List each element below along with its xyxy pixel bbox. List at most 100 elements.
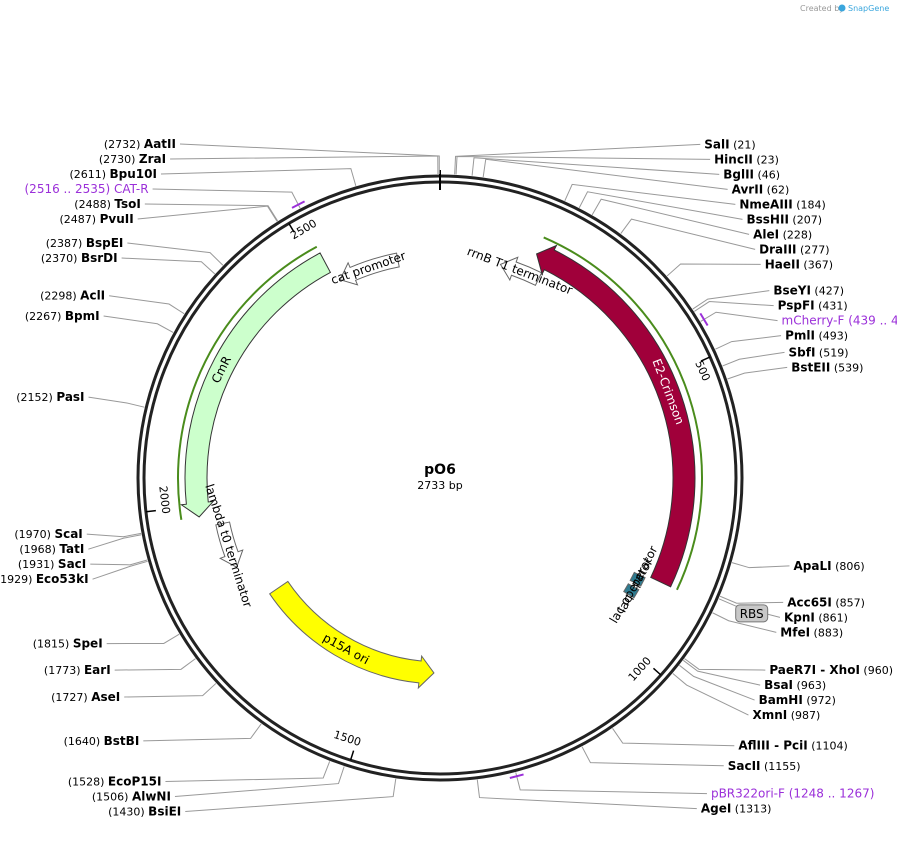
feature-lambda-t0-terminator-arrow[interactable] — [215, 521, 244, 568]
leader-line-xmni — [672, 673, 749, 716]
site-bglii-label[interactable]: BglII (46) — [723, 167, 780, 181]
primer-range: (2516 .. 2535) — [25, 182, 115, 196]
site-agei-label[interactable]: AgeI (1313) — [701, 802, 772, 816]
site-bseyi-label[interactable]: BseYI (427) — [773, 284, 844, 298]
site-position: (1640) — [64, 735, 104, 748]
site-position: (1727) — [51, 691, 91, 704]
site-bsshii-label[interactable]: BssHII (207) — [747, 212, 822, 226]
site-kpni-label[interactable]: KpnI (861) — [784, 610, 848, 624]
leader-line-mcherry-f — [700, 311, 778, 322]
feature-cat-promoter-arrow[interactable] — [339, 252, 400, 286]
site-position: (2370) — [41, 252, 81, 265]
primer-mcherry-f-label[interactable]: mCherry-F (439 .. 458) — [782, 314, 897, 328]
site-acli-label[interactable]: (2298) AclI — [40, 289, 105, 303]
site-bspei-label[interactable]: (2387) BspEI — [46, 236, 124, 250]
site-position: (963) — [793, 679, 826, 692]
site-name: DraIII — [759, 242, 796, 256]
site-eari-label[interactable]: (1773) EarI — [44, 663, 111, 677]
site-avrii-label[interactable]: AvrII (62) — [732, 182, 790, 196]
site-nmeaiii-label[interactable]: NmeAIII (184) — [739, 197, 825, 211]
site-bsrdi-label[interactable]: (2370) BsrDI — [41, 251, 118, 265]
site-draiii-label[interactable]: DraIII (277) — [759, 242, 829, 256]
primer-name: pBR322ori-F — [711, 787, 789, 801]
site-position: (539) — [830, 361, 863, 374]
site-position: (1104) — [808, 740, 848, 753]
site-position: (1155) — [761, 760, 801, 773]
primer-cat-r-label[interactable]: (2516 .. 2535) CAT-R — [25, 182, 149, 196]
leader-line-bsiei — [185, 778, 397, 813]
site-name: EcoP15I — [108, 775, 162, 789]
site-aatii-label[interactable]: (2732) AatII — [104, 137, 176, 151]
feature-rrnb-t1-terminator-arrow[interactable] — [499, 256, 543, 286]
tick-1500 — [349, 750, 355, 761]
site-pasi-label[interactable]: (2152) PasI — [16, 390, 84, 404]
primer-pbr322ori-f-label[interactable]: pBR322ori-F (1248 .. 1267) — [711, 787, 874, 801]
site-bsteii-label[interactable]: BstEII (539) — [791, 360, 863, 374]
site-extra: - XhoI — [816, 663, 860, 677]
site-alwni-label[interactable]: (1506) AlwNI — [92, 790, 171, 804]
site-sali-label[interactable]: SalI (21) — [704, 137, 755, 151]
tick-label-1000: 1000 — [626, 654, 654, 684]
site-sbfi-label[interactable]: SbfI (519) — [789, 345, 849, 359]
site-name: BstEII — [791, 360, 830, 374]
site-alei-label[interactable]: AleI (228) — [753, 227, 812, 241]
site-bpmi-label[interactable]: (2267) BpmI — [25, 309, 100, 323]
leader-line-eari — [114, 658, 196, 671]
leader-line-hincii — [455, 155, 711, 175]
leader-line-tati — [88, 534, 142, 550]
feature-lac-operator-label: lac operator — [607, 556, 656, 626]
site-bsiei-label[interactable]: (1430) BsiEI — [108, 805, 181, 819]
site-zrai-label[interactable]: (2730) ZraI — [99, 152, 166, 166]
site-position: (806) — [832, 560, 865, 573]
site-spei-label[interactable]: (1815) SpeI — [33, 637, 103, 651]
site-sacii-label[interactable]: SacII (1155) — [728, 759, 801, 773]
site-ecop15i-label[interactable]: (1528) EcoP15I — [68, 775, 162, 789]
site-hincii-label[interactable]: HincII (23) — [714, 152, 779, 166]
site-scai-label[interactable]: (1970) ScaI — [14, 527, 82, 541]
tick-2500 — [288, 223, 295, 233]
site-tsoi-label[interactable]: (2488) TsoI — [74, 197, 141, 211]
site-position: (367) — [800, 258, 833, 271]
site-tati-label[interactable]: (1968) TatI — [19, 542, 84, 556]
plasmid-size: 2733 bp — [417, 479, 462, 492]
site-acc65i-label[interactable]: Acc65I (857) — [787, 595, 865, 609]
site-bstbi-label[interactable]: (1640) BstBI — [64, 734, 140, 748]
feature-lac-operator-arrow[interactable] — [623, 583, 640, 599]
site-name: NmeAIII — [739, 197, 792, 211]
feature-lac-operator-arrow[interactable] — [629, 571, 646, 587]
feature-cmr-arrow[interactable] — [179, 252, 332, 518]
primer-mcherry-f-mark[interactable] — [699, 312, 709, 327]
site-name: PasI — [56, 390, 84, 404]
feature-cmr-orf-arc — [177, 245, 318, 520]
site-position: (228) — [779, 228, 812, 241]
site-bamhi-label[interactable]: BamHI (972) — [759, 693, 836, 707]
site-xmni-label[interactable]: XmnI (987) — [752, 708, 820, 722]
leader-line-sali — [454, 143, 701, 175]
site-pvuii-label[interactable]: (2487) PvuII — [60, 212, 134, 226]
site-position: (1313) — [731, 803, 771, 816]
site-name: PaeR7I — [769, 663, 816, 677]
site-pmli-label[interactable]: PmlI (493) — [785, 329, 848, 343]
site-bpu10i-label[interactable]: (2611) Bpu10I — [69, 167, 157, 181]
site-afliii-label[interactable]: AflIII - PciI (1104) — [738, 739, 847, 753]
feature-e2-crimson-orf-arc — [543, 236, 703, 591]
leader-line-pspfi — [694, 301, 774, 312]
site-haeii-label[interactable]: HaeII (367) — [765, 257, 833, 271]
site-position: (21) — [730, 138, 756, 151]
feature-p15a-ori-arrow[interactable] — [268, 580, 435, 690]
leader-line-pmli — [715, 335, 782, 350]
site-eco53ki-label[interactable]: (1929) Eco53kI — [0, 572, 89, 586]
site-pspfi-label[interactable]: PspFI (431) — [778, 299, 848, 313]
site-bsai-label[interactable]: BsaI (963) — [764, 678, 826, 692]
rbs-box[interactable] — [735, 604, 769, 623]
leader-line-bsshii — [578, 191, 743, 220]
primer-cat-r-mark[interactable] — [291, 200, 306, 209]
site-apali-label[interactable]: ApaLI (806) — [793, 559, 864, 573]
site-saci-label[interactable]: (1931) SacI — [18, 557, 86, 571]
feature-e2-crimson-arrow[interactable] — [535, 244, 696, 588]
primer-pbr322ori-f-mark[interactable] — [509, 773, 524, 779]
site-asei-label[interactable]: (1727) AseI — [51, 690, 120, 704]
site-mfei-label[interactable]: MfeI (883) — [780, 625, 843, 639]
leader-line-scai — [86, 532, 142, 538]
site-paer7i-label[interactable]: PaeR7I - XhoI (960) — [769, 663, 893, 677]
